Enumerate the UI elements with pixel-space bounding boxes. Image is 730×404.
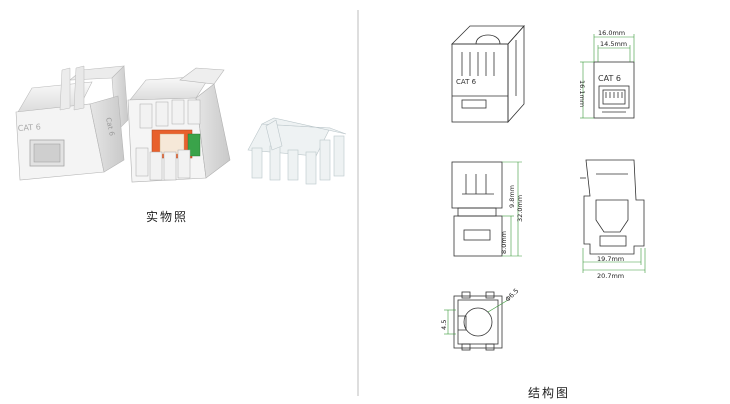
jack-front-photo-label: CAT 6 — [18, 122, 42, 133]
jack-side-photo-label: Cat 6 — [104, 117, 116, 137]
drawing-3d-view — [451, 24, 525, 124]
drawing-caption: 结构图 — [528, 386, 571, 400]
drawing-3d-label: CAT 6 — [456, 78, 477, 86]
dim-19-7: 19.7mm — [597, 255, 624, 263]
dim-phi-6-5: Φ6.5 — [504, 287, 521, 304]
drawing-profile-view — [580, 159, 646, 273]
dim-16-1: 16.1mm — [578, 80, 586, 107]
drawing-side-view — [451, 161, 522, 257]
dim-9-8: 9.8mm — [508, 185, 516, 208]
photo-caption: 实物照 — [146, 210, 189, 224]
drawing-front-label: CAT 6 — [598, 74, 621, 83]
jack-front-photo — [15, 65, 129, 181]
drawing-front-view — [580, 34, 635, 119]
dim-4-5: 4.5 — [440, 320, 448, 330]
drawing-rear-view — [444, 291, 509, 351]
dim-16-0: 16.0mm — [598, 29, 625, 37]
dim-20-7: 20.7mm — [597, 272, 624, 280]
dim-8-0: 8.0mm — [500, 231, 508, 254]
dim-32-0: 32.0mm — [516, 195, 524, 222]
cap-photo — [247, 117, 347, 185]
dim-14-5: 14.5mm — [600, 40, 627, 48]
jack-rear-photo — [127, 67, 231, 183]
